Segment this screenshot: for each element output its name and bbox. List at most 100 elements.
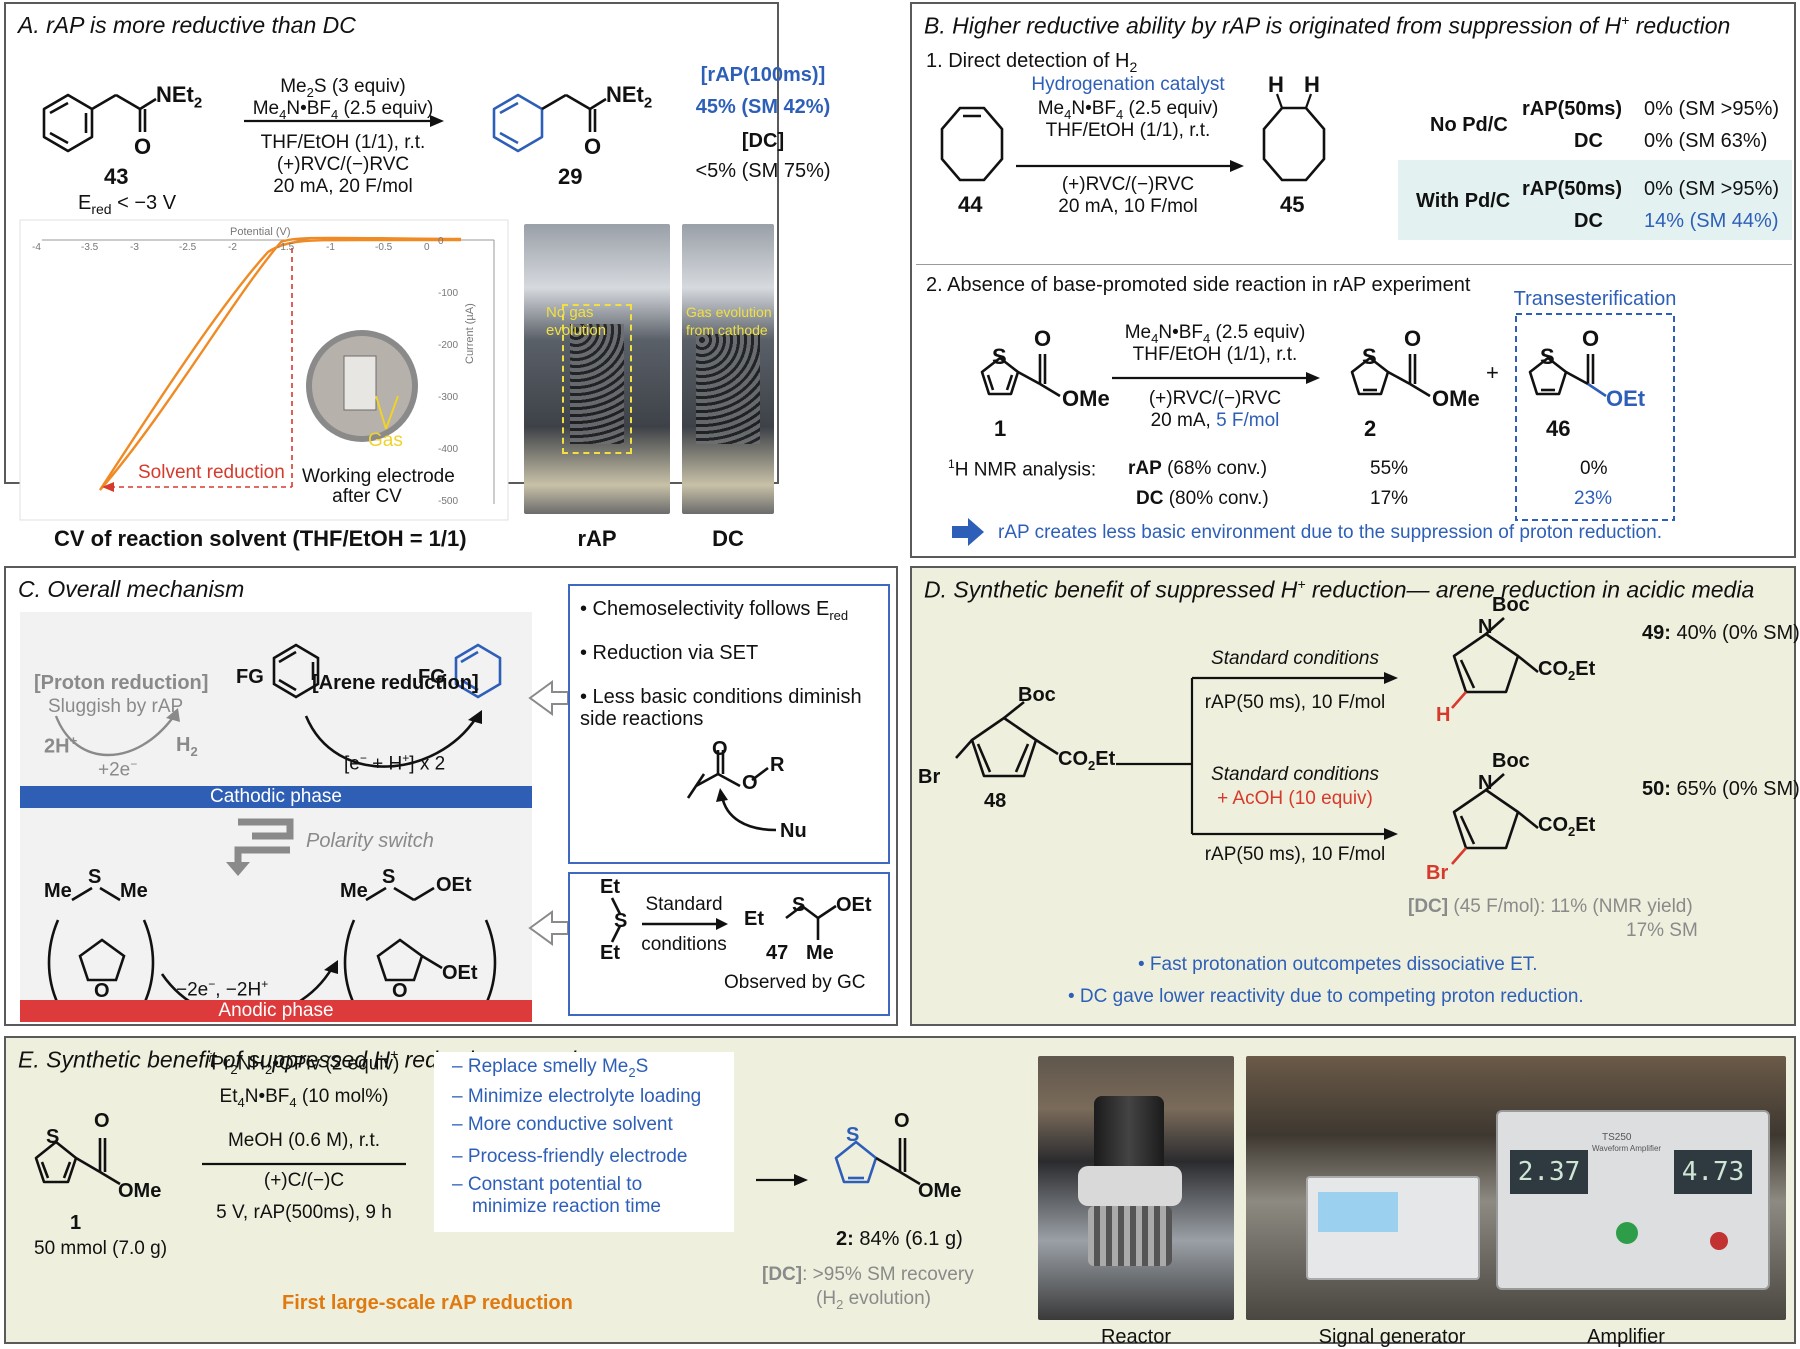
yield-46-dc: 23%	[1574, 488, 1613, 509]
photo-rap-note-2: evolution	[546, 322, 607, 339]
s-atom-gc: S	[614, 910, 628, 932]
arene-step-label: [e− + H+] x 2	[344, 751, 446, 775]
dc-h2-evolution: (H2 evolution)	[816, 1288, 931, 1312]
compound-48-label: 48	[984, 790, 1007, 812]
conditions-label: conditions	[641, 934, 727, 955]
nmr-analysis-label: 1H NMR analysis:	[948, 457, 1097, 481]
note-potential-2: minimize reaction time	[472, 1196, 661, 1217]
s-atom-2: S	[1362, 344, 1377, 369]
ome-e1: OMe	[118, 1180, 162, 1202]
table-value-r1-rap: 0% (SM >95%)	[1644, 98, 1780, 120]
cv-caption: CV of reaction solvent (THF/EtOH = 1/1)	[54, 526, 467, 551]
r-group: R	[770, 754, 785, 776]
cv-y-tick-label: -400	[438, 444, 459, 455]
fg-label-right: FG	[418, 666, 446, 688]
panel-a-title: A. rAP is more reductive than DC	[18, 12, 356, 38]
me-product: Me	[340, 880, 368, 902]
br-48: Br	[918, 766, 941, 788]
cv-x-tick-label: -1	[326, 242, 335, 253]
compound-2-label: 2	[1364, 416, 1377, 441]
n-atom-49: N	[1478, 616, 1493, 638]
n-atom-50: N	[1478, 772, 1493, 794]
scale-label: 50 mmol (7.0 g)	[34, 1238, 168, 1259]
cv-electrode-label-2: after CV	[332, 486, 402, 507]
cv-y-tick-label: 0	[438, 236, 444, 247]
compound-47-label: 47	[766, 942, 789, 964]
amplifier-brand: TS250	[1602, 1132, 1632, 1143]
condition-electrodes-e: (+)C/(−)C	[263, 1170, 345, 1191]
plus-2e-label: +2e−	[98, 757, 138, 781]
et-bottom: Et	[600, 942, 620, 964]
note-solvent: – More conductive solvent	[452, 1114, 673, 1135]
carbonyl-o-label-29: O	[584, 134, 602, 159]
arene-reduction-heading: [Arene reduction]	[312, 672, 479, 694]
panel-c: C. Overall mechanism	[4, 566, 898, 1026]
note-electrolyte: – Minimize electrolyte loading	[452, 1086, 702, 1107]
reagent-et4nbf4: Et4N•BF4 (10 mol%)	[219, 1086, 389, 1110]
result-e: 2: 84% (6.1 g)	[836, 1228, 963, 1250]
photo-signal-label: Signal generator	[1318, 1326, 1466, 1348]
process-notes-box	[434, 1052, 734, 1232]
h2-table	[1398, 78, 1792, 240]
compound-43-structure	[42, 93, 157, 153]
ome-e2: OMe	[918, 1180, 962, 1202]
cv-gas-label: Gas	[368, 430, 403, 451]
fg-label-left: FG	[236, 666, 264, 688]
h-atom-left: H	[1268, 72, 1284, 97]
amplifier-lcd-current: 2.37	[1510, 1150, 1588, 1194]
dc-sm-d: 17% SM	[1626, 920, 1698, 941]
selectivity-box	[568, 584, 890, 864]
panel-d: D. Synthetic benefit of suppressed H+ re…	[910, 566, 1800, 1026]
s-atom-product: S	[382, 866, 396, 888]
o-atom-thf: O	[94, 980, 110, 1002]
condition-electrodes: (+)RVC/(−)RVC	[276, 154, 410, 175]
bullet-chemoselectivity: • Chemoselectivity follows Ered	[580, 598, 849, 623]
note-potential-1: – Constant potential to	[452, 1174, 643, 1195]
compound-43-label: 43	[104, 164, 129, 189]
panel-e: E. Synthetic benefit of suppressed H+ re…	[4, 1036, 1796, 1348]
ome-1: OMe	[1062, 386, 1110, 411]
table-value-r1-dc: 0% (SM 63%)	[1644, 130, 1768, 152]
cv-y-tick-label: -100	[438, 288, 459, 299]
condition-rap-1: rAP(50 ms), 10 F/mol	[1204, 692, 1386, 713]
panel-b-title: B. Higher reductive ability by rAP is or…	[924, 12, 1731, 39]
cathodic-phase-label: Cathodic phase	[209, 786, 343, 807]
compound-44-label: 44	[958, 192, 983, 217]
amplifier-lcd-voltage: 4.73	[1674, 1150, 1752, 1194]
panel-b-structures	[940, 93, 1675, 546]
table-row-label-no-pdc: No Pd/C	[1430, 114, 1508, 136]
reagent-me4nbf4: Me4N•BF4 (2.5 equiv)	[252, 98, 434, 122]
photo-dc-note-1: Gas evolution	[686, 304, 772, 320]
table-dc-1: DC	[1574, 130, 1603, 152]
standard-conditions-2: Standard conditions	[1211, 764, 1379, 785]
yield-2-dc: 17%	[1370, 488, 1409, 509]
result-rap-label: [rAP(100ms)]	[700, 64, 826, 86]
result-rap-yield: 45% (SM 42%)	[695, 96, 831, 118]
oet-46: OEt	[1606, 386, 1646, 411]
o-atom-2: O	[1404, 326, 1422, 351]
dc-result-d: [DC] (45 F/mol): 11% (NMR yield)	[1408, 896, 1693, 917]
note-electrode: – Process-friendly electrode	[452, 1146, 688, 1167]
reagent-me2s: Me2S (3 equiv)	[280, 76, 406, 100]
o-atom-e1: O	[94, 1110, 110, 1132]
condition-solvent: THF/EtOH (1/1), r.t.	[260, 132, 426, 153]
plus-sign: +	[1486, 360, 1499, 385]
panel-c-structures	[20, 643, 837, 1022]
ered-text: Ered < −3 V	[78, 192, 177, 217]
amplifier-device: 2.37 4.73 TS250 Waveform Amplifier	[1496, 1110, 1770, 1290]
photo-rap-vial	[524, 224, 670, 514]
compound-29-label: 29	[558, 164, 583, 189]
panel-a-structures	[42, 93, 607, 153]
photo-dc-label: DC	[712, 526, 744, 551]
cv-plot	[19, 219, 509, 521]
condition-solvent-b: THF/EtOH (1/1), r.t.	[1045, 120, 1211, 141]
ome-2: OMe	[1432, 386, 1480, 411]
gc-note: Observed by GC	[724, 972, 866, 993]
section-1-heading: 1. Direct detection of H2	[926, 50, 1138, 75]
bullet-basic-1: • Less basic conditions diminish	[580, 686, 862, 708]
hydrogenation-catalyst: Hydrogenation catalyst	[1031, 74, 1225, 95]
cv-y-tick-label: -200	[438, 340, 459, 351]
cv-x-tick-label: -0.5	[375, 242, 393, 253]
panel-d-structures	[955, 617, 1539, 865]
compound-1-label-e: 1	[70, 1212, 82, 1234]
